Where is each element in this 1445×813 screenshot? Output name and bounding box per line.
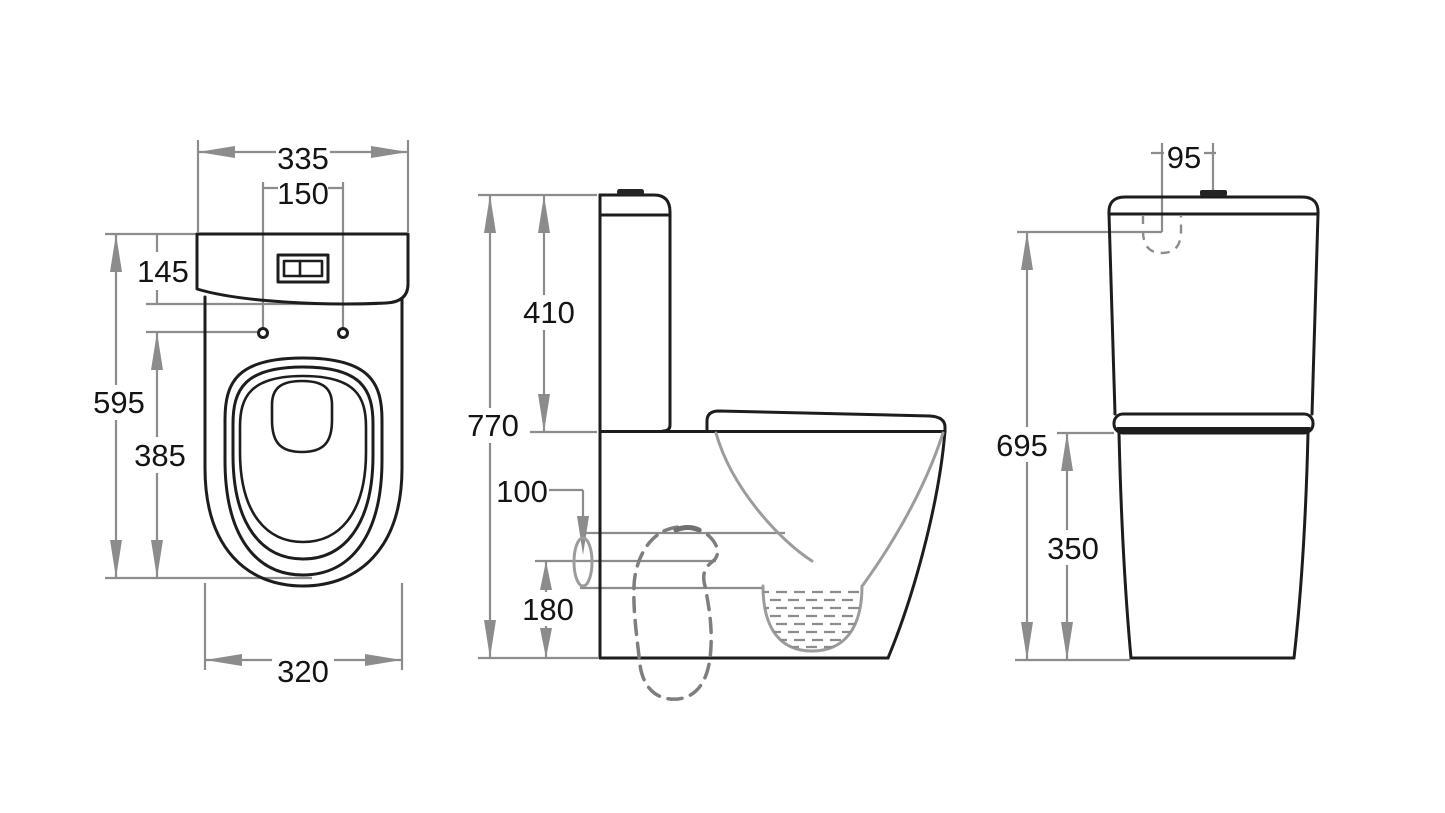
arrowhead (540, 628, 552, 658)
dim-770-label: 770 (467, 408, 519, 443)
dim-100-label: 100 (496, 474, 548, 509)
arrowhead (484, 195, 496, 233)
arrowhead (1021, 232, 1033, 270)
flush-button-outer (276, 253, 330, 284)
s-trap-dashed-outline (632, 525, 720, 701)
dim-410-label: 410 (523, 295, 575, 330)
arrowhead (1061, 433, 1073, 471)
inlet-dashed-arc (1141, 215, 1183, 255)
water-surface-hatch (763, 590, 862, 649)
fixing-hole-right (337, 327, 349, 339)
front-view: 95 695 350 (996, 140, 1320, 662)
flush-button-front (1200, 190, 1227, 196)
flush-button-inner (282, 259, 324, 278)
cistern-top-outline (195, 232, 410, 306)
water-sump (761, 584, 864, 653)
extension-lines (478, 193, 716, 660)
dim-320-label: 320 (277, 654, 329, 689)
arrowhead (110, 540, 122, 578)
bowl-front-wall (861, 431, 945, 587)
side-view: 770 410 100 180 (467, 189, 947, 701)
arrowhead (538, 195, 550, 233)
waste-outlet-ellipse (572, 536, 594, 588)
pan-body-outline (203, 295, 404, 588)
extension-lines (105, 140, 410, 670)
s-trap-top-arc (673, 525, 702, 533)
bowl-opening (270, 379, 334, 454)
bowl-outer-shell (886, 429, 947, 660)
pedestal-left-side (1117, 431, 1133, 660)
arrowhead (151, 540, 163, 578)
outlet-pipe-lines (580, 531, 785, 590)
fixing-hole-left (257, 327, 269, 339)
seat-inner-ring (231, 365, 375, 561)
arrowhead (371, 146, 408, 158)
dim-145-label: 145 (137, 254, 189, 289)
top-view: 335 150 145 595 385 320 (93, 140, 410, 689)
seat-front-band (1112, 412, 1315, 435)
dim-595-label: 595 (93, 385, 145, 420)
dim-335-label: 335 (277, 141, 329, 176)
extension-lines (1015, 143, 1215, 662)
cistern-front-outline (1107, 195, 1320, 416)
arrowhead (110, 234, 122, 272)
arrowhead (540, 561, 552, 590)
arrowhead (538, 394, 550, 432)
dim-150-label: 150 (277, 176, 329, 211)
arrowhead (577, 516, 589, 555)
cistern-side-outline (598, 193, 672, 433)
bowl-rim-ring (238, 374, 368, 544)
dim-180-label: 180 (522, 592, 574, 627)
dim-350-label: 350 (1047, 531, 1099, 566)
dim-100-leader (549, 488, 585, 518)
seat-outer-ring (223, 356, 384, 577)
seat-side-profile (705, 409, 947, 433)
arrowhead (151, 332, 163, 370)
dim-95-label: 95 (1167, 140, 1201, 175)
bowl-back-wall (714, 431, 814, 563)
arrowhead (484, 620, 496, 658)
arrowhead (1021, 622, 1033, 660)
pedestal-right-side (1292, 431, 1310, 660)
arrowhead (198, 146, 235, 158)
arrowhead (205, 654, 242, 666)
arrowhead (365, 654, 402, 666)
flush-button-side (617, 189, 644, 195)
arrowhead (1061, 622, 1073, 660)
dim-695-label: 695 (996, 428, 1048, 463)
dim-385-label: 385 (134, 438, 186, 473)
